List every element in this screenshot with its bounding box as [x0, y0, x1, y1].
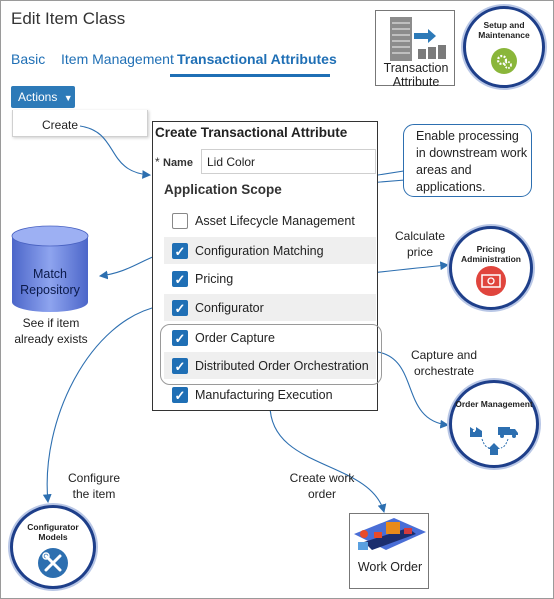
connector-order-management	[377, 351, 450, 429]
factory-truck-home-icon	[470, 427, 518, 455]
checkmark-icon: ✓	[174, 301, 186, 316]
checkbox-asset-lifecycle[interactable]	[172, 213, 188, 229]
checkmark-icon: ✓	[174, 359, 186, 374]
configurator-models-node: Configurator Models	[10, 505, 96, 589]
dropdown-arrow-icon: ▼	[63, 93, 73, 103]
option-label-order-capture: Order Capture	[195, 331, 275, 345]
menu-item-create[interactable]: Create	[42, 118, 79, 132]
setup-maintenance-node: Setup and Maintenance	[463, 6, 545, 88]
checkbox-manufacturing-execution[interactable]: ✓	[172, 387, 188, 403]
option-label-doo: Distributed Order Orchestration	[195, 359, 369, 373]
connector-work-order	[269, 404, 387, 514]
connector-configurator	[42, 305, 161, 504]
scope-row-config-matching	[164, 237, 376, 264]
checkmark-icon: ✓	[174, 388, 186, 403]
checkbox-configuration-matching[interactable]: ✓	[172, 243, 188, 259]
name-input[interactable]: Lid Color	[201, 149, 376, 174]
actions-button[interactable]: Actions ▼	[11, 86, 75, 108]
transaction-attribute-label: Transaction Attribute	[383, 61, 449, 89]
tab-item-management[interactable]: Item Management	[61, 51, 174, 67]
application-scope-header: Application Scope	[164, 182, 282, 197]
checkmark-icon: ✓	[174, 272, 186, 287]
active-tab-indicator	[170, 74, 330, 77]
option-label-configurator: Configurator	[195, 301, 264, 315]
option-label-config-matching: Configuration Matching	[195, 244, 324, 258]
option-label-pricing: Pricing	[195, 272, 234, 286]
actions-label: Actions	[18, 90, 58, 104]
transaction-attribute-tile: Transaction Attribute	[375, 10, 455, 89]
gear-icon	[491, 48, 517, 74]
configurator-models-label: Configurator Models	[27, 522, 79, 542]
actions-menu	[12, 110, 148, 137]
checkbox-configurator[interactable]: ✓	[172, 300, 188, 316]
money-icon	[476, 266, 506, 296]
match-repository-label: Match Repository	[20, 267, 80, 297]
checkbox-order-capture[interactable]: ✓	[172, 330, 188, 346]
callout-text: Enable processing in downstream work are…	[416, 129, 528, 194]
checkmark-icon: ✓	[174, 244, 186, 259]
dialog-title: Create Transactional Attribute	[155, 125, 348, 140]
pricing-admin-label: Pricing Administration	[461, 244, 521, 264]
note-see-if-exists: See if item already exists	[14, 316, 88, 346]
scope-row-configurator	[164, 294, 376, 321]
order-management-node: Order Management	[449, 380, 539, 468]
page-title: Edit Item Class	[11, 9, 126, 28]
note-create-work-order: Create work order	[289, 471, 355, 501]
checkbox-distributed-order-orchestration[interactable]: ✓	[172, 358, 188, 374]
work-order-tile: Work Order	[349, 513, 429, 589]
order-management-label: Order Management	[455, 399, 533, 409]
required-mark: *	[155, 155, 160, 169]
option-label-manufacturing: Manufacturing Execution	[195, 388, 333, 402]
tab-basic[interactable]: Basic	[11, 51, 46, 67]
work-order-label: Work Order	[357, 560, 423, 574]
scope-row-doo	[164, 352, 376, 379]
wrench-screwdriver-icon	[38, 548, 68, 578]
note-configure-item: Configure the item	[67, 471, 121, 501]
name-label: Name	[163, 157, 193, 169]
order-group-outline	[160, 324, 382, 385]
grid-list-icon	[390, 17, 446, 61]
callout-box	[403, 124, 532, 197]
tab-transactional-attributes[interactable]: Transactional Attributes	[177, 51, 337, 67]
setup-maintenance-label: Setup and Maintenance	[478, 20, 530, 40]
note-calculate-price: Calculate price	[394, 229, 446, 259]
checkmark-icon: ✓	[174, 331, 186, 346]
connector-create-to-name	[79, 125, 152, 179]
note-capture-orchestrate: Capture and orchestrate	[410, 348, 478, 378]
checkbox-pricing[interactable]: ✓	[172, 271, 188, 287]
conveyor-icon	[354, 518, 426, 550]
option-label-asset: Asset Lifecycle Management	[195, 214, 355, 228]
pricing-administration-node: Pricing Administration	[449, 226, 533, 310]
